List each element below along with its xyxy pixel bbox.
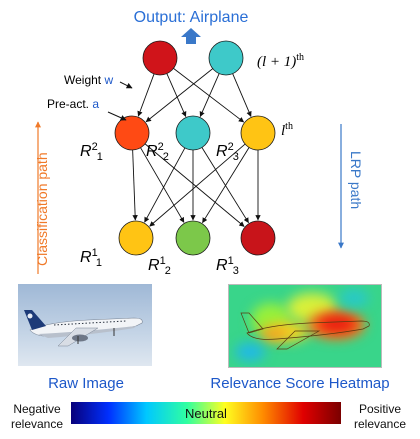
network-edge [173,67,245,123]
colorbar-negative-label-1: Negative [13,402,61,416]
preact-annotation: Pre-act. a [47,97,99,111]
colorbar-positive-label-1: Positive [359,402,401,416]
output-up-arrow [181,28,201,44]
relevance-label-mid-2: R22 [146,141,169,163]
network-nodes [114,40,276,256]
network-edge [199,73,220,118]
network-edge [144,143,245,227]
network-edge [149,143,246,227]
relevance-colorbar [71,402,341,424]
raw-image [18,284,152,366]
network-edge [137,73,155,117]
colorbar-neutral-label: Neutral [185,406,227,421]
heatmap-blob [339,289,369,307]
relevance-label-mid-1: R21 [80,141,103,163]
preact-pointer-arrow [107,111,127,121]
heatmap-airplane-outline [240,312,370,350]
output-title: Output: Airplane [134,9,249,26]
weight-annotation: Weight w [64,73,113,87]
relevance-label-bottom-2: R12 [148,255,171,277]
airplane-illustration [24,310,143,347]
neuron-bottom-2 [175,220,211,256]
relevance-label-bottom-1: R11 [80,247,102,269]
neuron-mid-3 [240,115,276,151]
colorbar-positive-label-2: relevance [354,417,406,431]
neuron-top-1 [142,40,178,76]
neuron-bottom-3 [240,220,276,256]
network-edge [166,73,187,118]
layer-label-l: lth [281,121,293,139]
layer-label-l-plus-1: (l + 1)th [257,52,304,70]
neuron-top-2 [208,40,244,76]
network-edge [144,147,186,223]
raw-image-caption: Raw Image [48,375,124,392]
colorbar-negative-label-2: relevance [11,417,63,431]
lrp-path-label: LRP path [348,151,364,209]
network-edge [232,73,252,117]
network-edge [202,147,250,224]
network-edge [145,68,213,123]
classification-path-label: Classification path [34,152,50,266]
neuron-bottom-1 [118,220,154,256]
neuron-mid-1 [114,115,150,151]
network-edges [132,67,261,227]
heatmap-blob [259,327,287,341]
weight-pointer-arrow [119,81,133,89]
heatmap-blob [317,315,357,333]
neuron-mid-2 [175,115,211,151]
relevance-label-mid-3: R23 [216,141,239,163]
heatmap-blob [235,343,265,361]
network-edge [132,149,138,221]
relevance-label-bottom-3: R13 [216,255,239,277]
heatmap-caption: Relevance Score Heatmap [210,375,389,392]
network-edge [140,147,185,223]
relevance-heatmap [228,284,382,368]
